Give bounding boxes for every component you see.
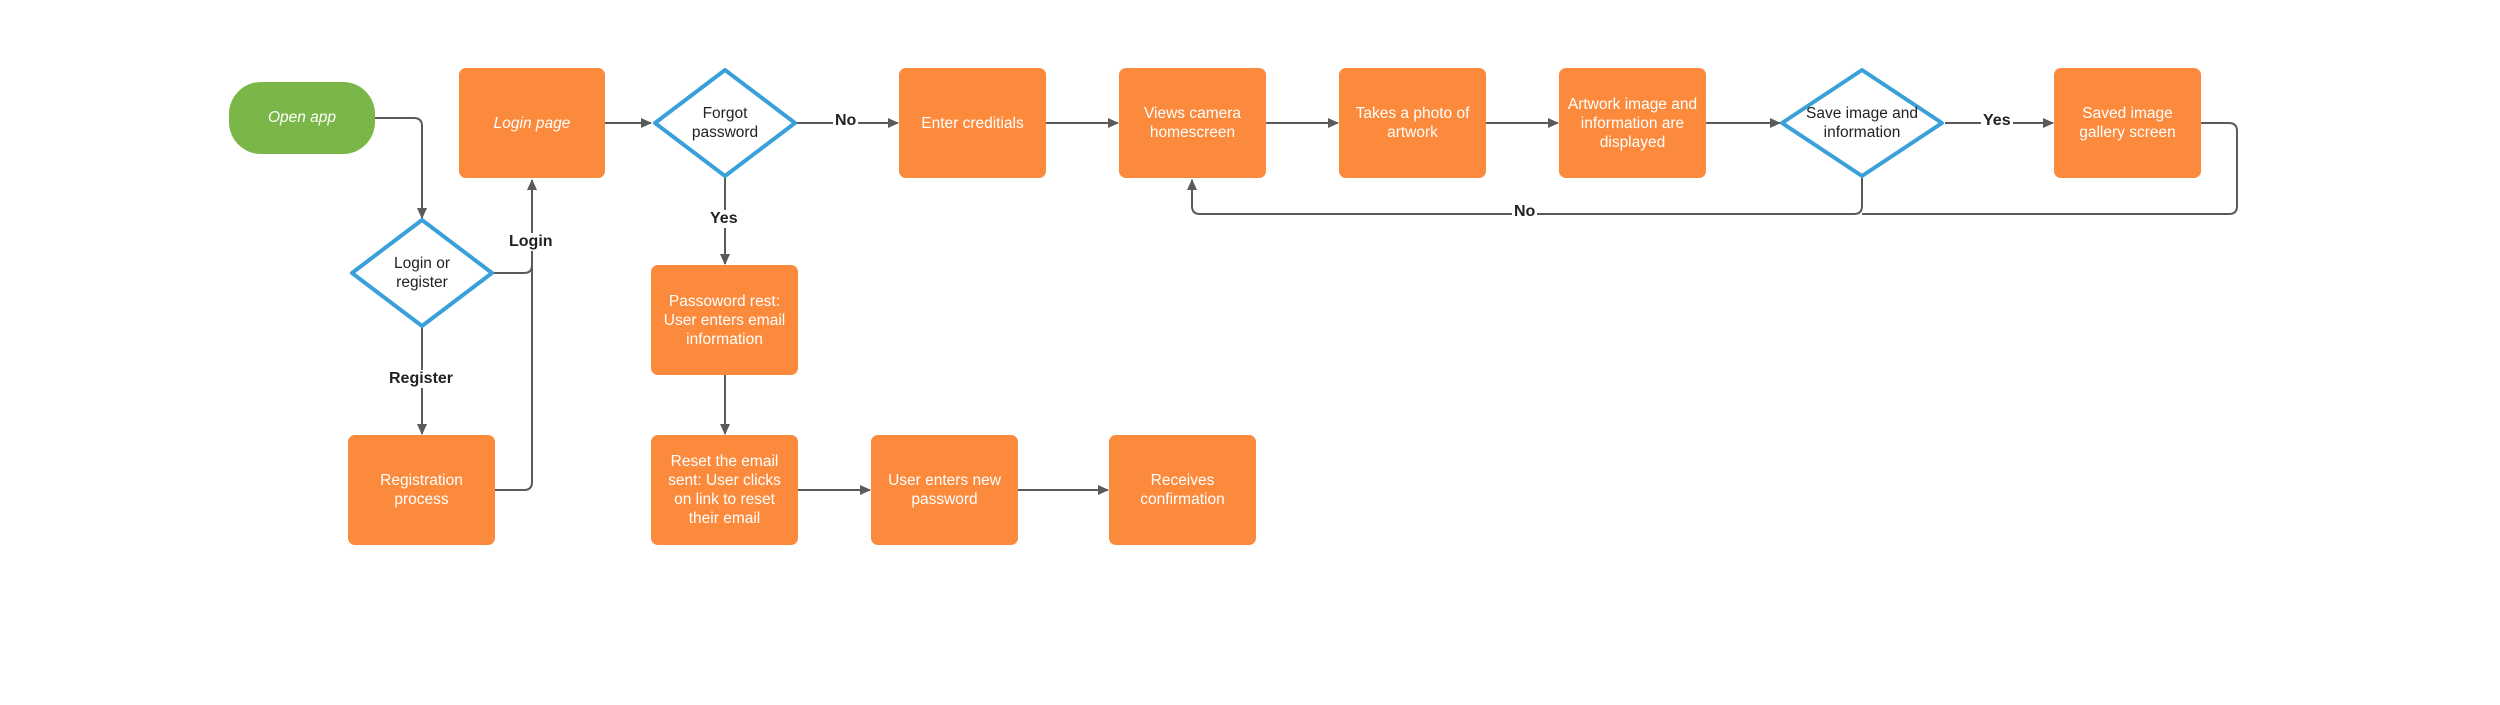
decision-save-image bbox=[1780, 68, 1944, 178]
edge-label-register: Register bbox=[387, 370, 456, 388]
start-open-app: Open app bbox=[229, 82, 375, 154]
edge-choice-to-login bbox=[492, 179, 537, 274]
save-image-label: Save image and information bbox=[1805, 105, 1919, 141]
enter-credentials-label: Enter creditials bbox=[921, 114, 1024, 132]
process-saved-gallery: Saved image gallery screen bbox=[2054, 68, 2201, 178]
edge-register-to-login bbox=[495, 265, 533, 491]
camera-homescreen-label: Views camera homescreen bbox=[1143, 105, 1242, 141]
edge-label-yes-save: Yes bbox=[1981, 112, 2013, 130]
process-login-page: Login page bbox=[459, 68, 605, 178]
edge-label-yes-forgot: Yes bbox=[708, 210, 740, 228]
edge-label-no-forgot: No bbox=[833, 112, 859, 130]
confirmation-label: Receives confirmation bbox=[1140, 472, 1225, 508]
process-password-reset: Passoword rest: User enters email inform… bbox=[651, 265, 798, 375]
process-take-photo: Takes a photo of artwork bbox=[1339, 68, 1486, 178]
process-new-password: User enters new password bbox=[871, 435, 1018, 545]
saved-gallery-label: Saved image gallery screen bbox=[2079, 105, 2176, 141]
new-password-label: User enters new password bbox=[888, 472, 1001, 508]
password-reset-label: Passoword rest: User enters email inform… bbox=[663, 292, 786, 348]
edge-open-to-choice bbox=[375, 117, 427, 219]
process-registration: Registration process bbox=[348, 435, 495, 545]
edge-gallery-loop bbox=[1862, 122, 2238, 215]
process-artwork-displayed: Artwork image and information are displa… bbox=[1559, 68, 1706, 178]
process-confirmation: Receives confirmation bbox=[1109, 435, 1256, 545]
login-or-register-label: Login or register bbox=[393, 255, 450, 291]
registration-label: Registration process bbox=[380, 472, 463, 508]
take-photo-label: Takes a photo of artwork bbox=[1355, 105, 1470, 141]
open-app-label: Open app bbox=[267, 109, 337, 126]
process-camera-homescreen: Views camera homescreen bbox=[1119, 68, 1266, 178]
edge-label-login: Login bbox=[507, 233, 555, 251]
forgot-password-label: Forgot password bbox=[691, 105, 759, 141]
decision-forgot-password bbox=[653, 68, 797, 178]
decision-login-or-register bbox=[350, 218, 494, 328]
reset-email-label: Reset the email sent: User clicks on lin… bbox=[668, 453, 781, 527]
process-enter-credentials: Enter creditials bbox=[899, 68, 1046, 178]
edge-label-no-save: No bbox=[1512, 203, 1538, 221]
process-reset-email-sent: Reset the email sent: User clicks on lin… bbox=[651, 435, 798, 545]
login-page-label: Login page bbox=[493, 114, 571, 132]
artwork-displayed-label: Artwork image and information are displa… bbox=[1567, 95, 1698, 151]
